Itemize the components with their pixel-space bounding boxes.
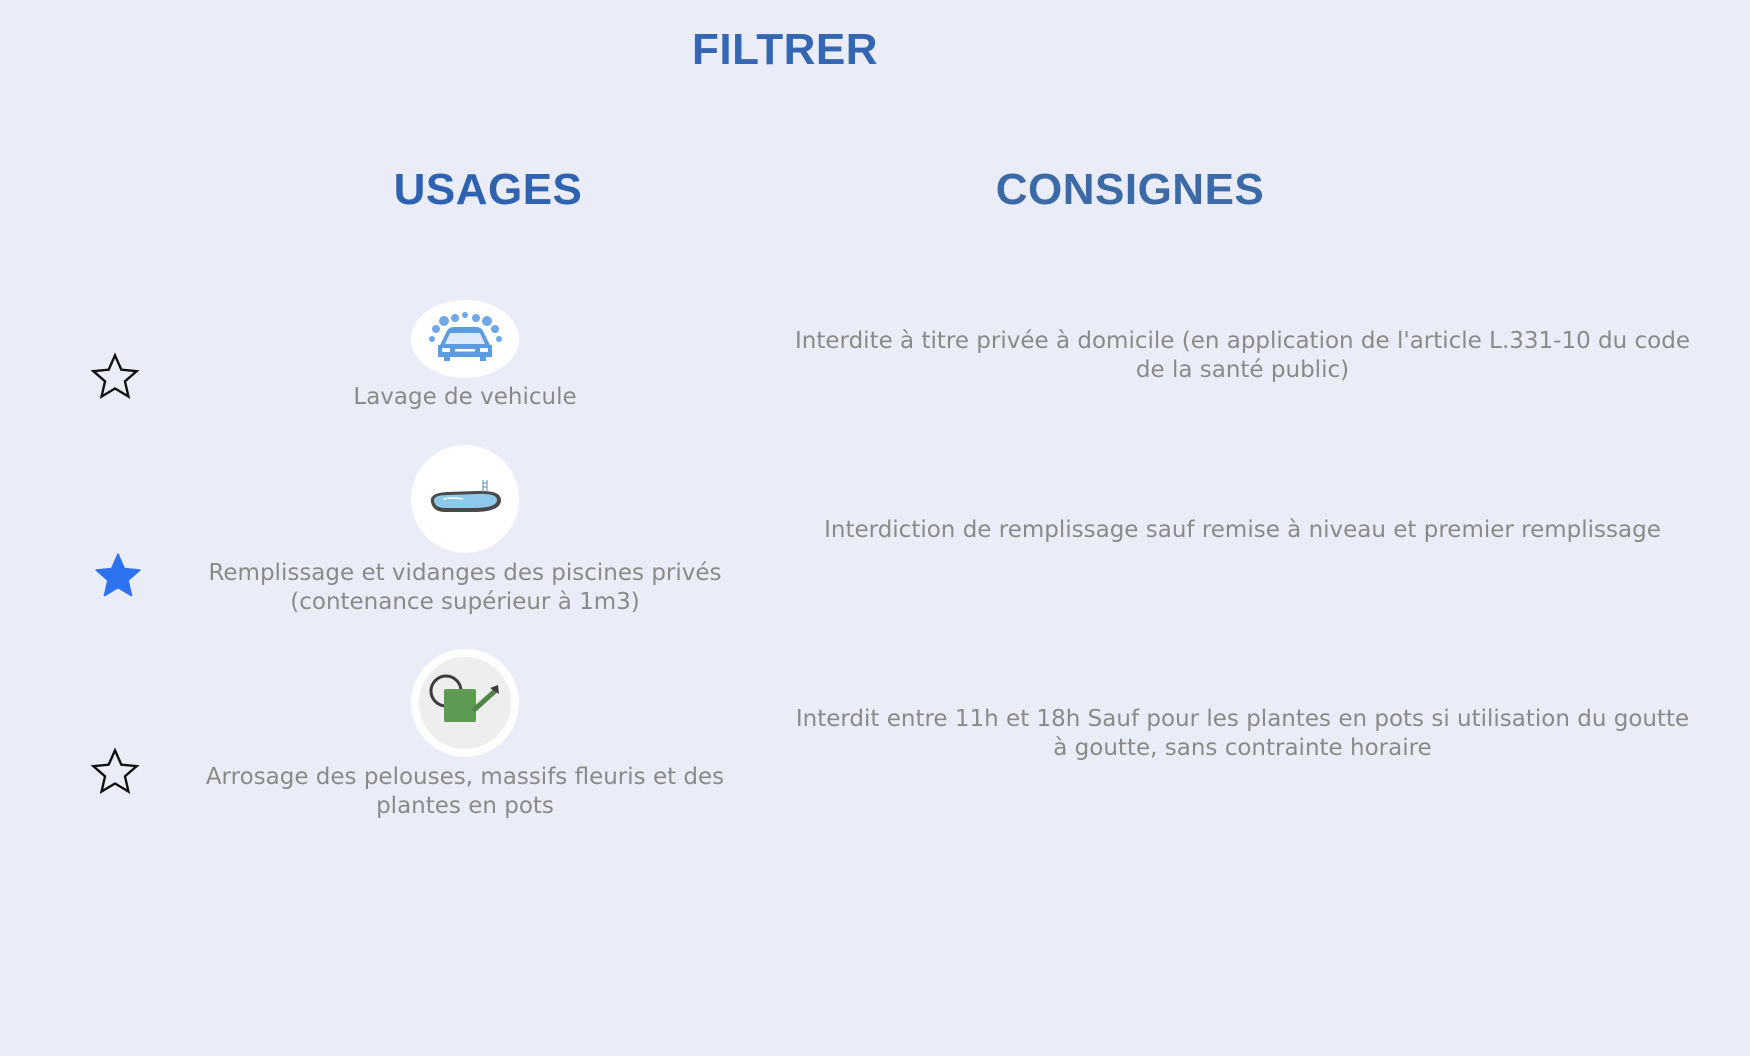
usage-label: Arrosage des pelouses, massifs fleuris e… — [205, 764, 725, 819]
consigne-text: Interdite à titre privée à domicile (en … — [795, 328, 1691, 383]
consigne-text: Interdit entre 11h et 18h Sauf pour les … — [795, 706, 1690, 761]
usage-label: Remplissage et vidanges des piscines pri… — [208, 560, 722, 615]
consigne-text: Interdiction de remplissage sauf remise … — [824, 517, 1661, 543]
favorite-star-filled-icon[interactable] — [92, 550, 144, 602]
watering-can-icon — [411, 649, 519, 757]
favorite-star-icon[interactable] — [89, 746, 141, 798]
consignes-header: CONSIGNES — [995, 165, 1265, 214]
pool-icon — [411, 445, 519, 553]
favorite-star-icon[interactable] — [89, 351, 141, 403]
usage-label: Lavage de vehicule — [353, 384, 577, 410]
usages-header: USAGES — [393, 165, 583, 214]
filter-title[interactable]: FILTRER — [692, 25, 878, 74]
car-wash-icon — [411, 300, 519, 378]
